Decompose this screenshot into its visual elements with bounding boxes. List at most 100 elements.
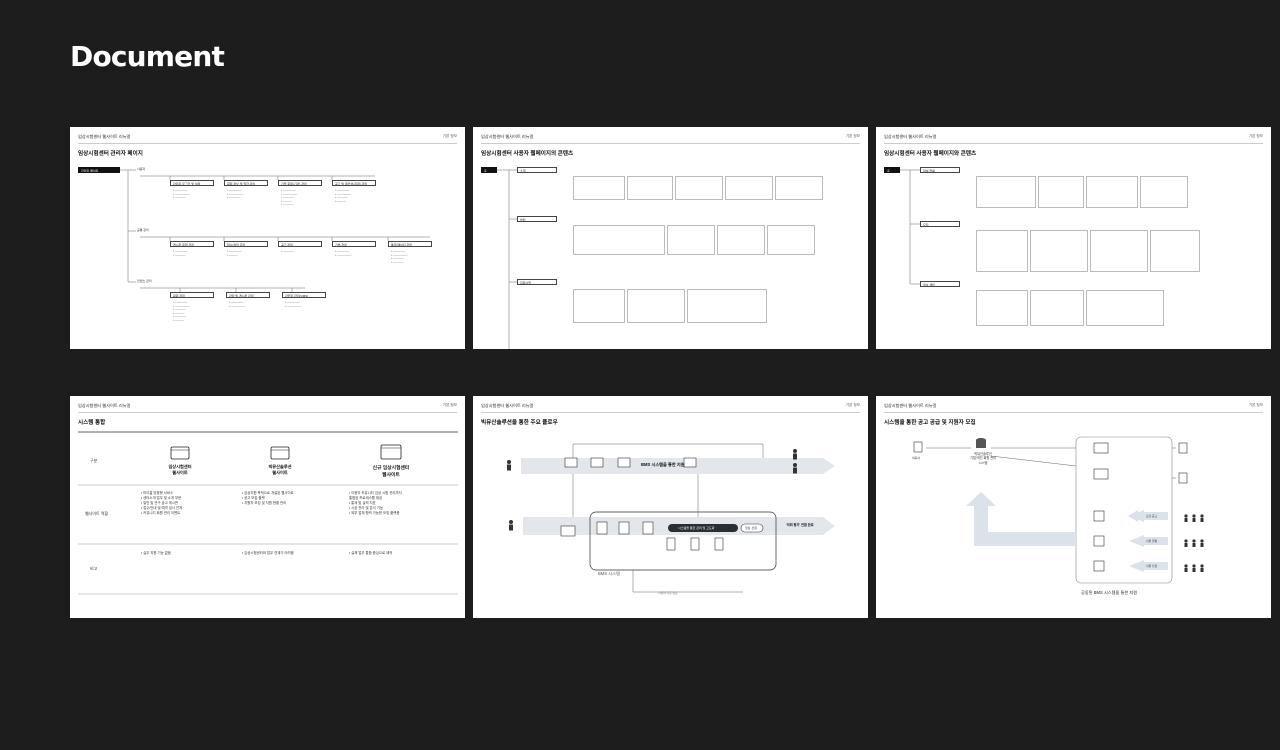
role-list-bms: • 임상지원 목적으로 개설된 웹사이트 • 공고 모집 플랫 • 지원자 모집… (242, 491, 294, 506)
node-detail-text: • ─────── • ───── (227, 250, 242, 257)
node-detail-text: • ─────── • ──────── (229, 301, 246, 308)
role-item: • 공고 모집 플랫 (242, 496, 265, 500)
content-panel (717, 225, 765, 255)
node-info-center[interactable]: 정보 센터 (920, 281, 960, 287)
group-label-common: 공통 관리 (137, 228, 149, 232)
selection-pill[interactable]: 임상 선정 (745, 525, 757, 530)
node-reception[interactable]: 접수/상담 관리 (224, 241, 268, 247)
node-participation[interactable]: 참여 현황 (920, 167, 960, 173)
building-icon (914, 442, 922, 452)
slide-header: 임상시험센터 웹사이트 리뉴얼 기본 정보 (481, 403, 860, 413)
node-member-permission[interactable]: 회원 정보 및 권한 관리 (224, 180, 268, 186)
content-panel (976, 290, 1028, 326)
slide-admin-sitemap[interactable]: 임상시험센터 웹사이트 리뉴얼 기본 정보 임상시험센터 관리자 페이지 관리자… (70, 127, 465, 349)
note-bms: • 임상시험센터와 업무 연계가 어려움 (242, 551, 294, 555)
slide-header-title: 임상시험센터 웹사이트 리뉴얼 (884, 134, 937, 139)
comparison-table-grid (78, 431, 458, 595)
content-panel (573, 176, 625, 200)
slide-section-title: 임상시험센터 사용자 웹페이지의 콘텐츠 (481, 151, 574, 157)
slide-user-sitemap-2[interactable]: 임상시험센터 웹사이트 리뉴얼 기본 정보 임상시험센터 사용자 웹페이지와 콘… (876, 127, 1271, 349)
node-detail-text: • ─────── • ────────• ──────• ────── (391, 250, 408, 264)
content-panel (573, 289, 625, 323)
content-panel (1038, 176, 1084, 208)
node-cms[interactable]: 관련자 관리(CMS) (282, 292, 326, 298)
role-item: • 일반 및 연구 공고 게시판 (141, 501, 179, 505)
slide-header-title: 임상시험센터 웹사이트 리뉴얼 (481, 134, 534, 139)
database-icon (976, 438, 986, 448)
column-header-current-site: 임상시험센터 웹사이트 (140, 464, 220, 476)
flow-diagram (507, 443, 835, 593)
slide-header-right: 기본 정보 (845, 403, 860, 407)
selection-result-label: '의뢰 평가' 전환 완료 (786, 523, 814, 527)
slide-header: 임상시험센터 웹사이트 리뉴얼 기본 정보 (884, 403, 1263, 413)
role-item: • 커뮤니티 회원 관리 이벤트 (141, 511, 181, 515)
bms-support-banner: BMS 시스템을 통한 지원 (641, 462, 685, 467)
role-item: • 시공 관리 및 분석 기능 (349, 506, 383, 510)
node-board-type[interactable]: 게시판 유형 관리 (170, 241, 214, 247)
role-item: • 지원자 모집 및 지원 현황 관리 (242, 501, 287, 505)
role-item: 통합된 프로세스를 제공 (349, 496, 383, 500)
role-item: • 통계 및 실적 지표 (349, 501, 376, 505)
node-support[interactable]: 지원사업 (517, 279, 557, 285)
result-person-icon (793, 463, 799, 474)
row-label-category: 구분 (90, 458, 98, 463)
root-home-node[interactable]: 홈 (884, 167, 900, 173)
applicant-person-icon (507, 460, 513, 471)
slide-header: 임상시험센터 웹사이트 리뉴얼 기본 정보 (78, 403, 457, 413)
node-member-mgmt[interactable]: 회원 관리 (170, 292, 214, 298)
content-panel (1030, 230, 1088, 272)
shared-bms-caption: 공동된 BMS 시스템을 통한 지원 (1081, 590, 1138, 595)
node-notice[interactable]: 공고 관리 (278, 241, 322, 247)
group-label-users: 사용자 (137, 167, 146, 171)
slide-header-right: 기본 정보 (442, 134, 457, 138)
note-new: • 실제 업무 통합 중심으로 제작 (349, 551, 393, 555)
node-notice-proposal[interactable]: 공고 및 제안서(지원) 관리 (332, 180, 376, 186)
slide-section-title: 임상시험센터 사용자 웹페이지와 콘텐츠 (884, 151, 977, 157)
recruitment-diagram (913, 436, 1204, 584)
browser-window-icon (271, 447, 289, 459)
role-item: • 접수/안내 및 예약 검사 연계 (141, 506, 183, 510)
slide-header-title: 임상시험센터 웹사이트 리뉴얼 (884, 403, 937, 408)
column-name-line2: 웹사이트 (272, 470, 288, 475)
node-center[interactable]: 센터 (517, 216, 557, 222)
content-panel (1150, 230, 1200, 272)
browser-window-icon (171, 447, 189, 459)
node-stats-page[interactable]: 통계 페이지 관리 (388, 241, 432, 247)
group-label-content: 컨텐츠 관리 (137, 279, 152, 283)
row-label-note: 비고 (90, 566, 98, 571)
slide-section-title: 시스템 통합 (78, 420, 106, 426)
db-label-line1: 빅뮤산솔루션 (974, 452, 992, 456)
root-admin-node[interactable]: 관리자 페이지 (78, 167, 120, 173)
slide-section-title: 임상시험센터 관리자 페이지 (78, 151, 143, 157)
slide-header: 임상시험센터 웹사이트 리뉴얼 기본 정보 (78, 134, 457, 144)
sitemap-connectors (900, 169, 920, 285)
node-admin-login[interactable]: 관리자 로그인 및 설정 (170, 180, 214, 186)
content-panel (976, 230, 1028, 272)
slide-header-title: 임상시험센터 웹사이트 리뉴얼 (78, 403, 131, 408)
participant-group-icon (1182, 514, 1206, 574)
node-board-mgmt[interactable]: 관리 및 게시판 관리 (226, 292, 270, 298)
reviewer-person-icon (793, 449, 799, 460)
slide-system-integration[interactable]: 임상시험센터 웹사이트 리뉴얼 기본 정보 시스템 통합 구분 웹사이트 역할 … (70, 396, 465, 618)
row-label-role: 웹사이트 역할 (85, 511, 109, 516)
slide-user-sitemap[interactable]: 임상시험센터 웹사이트 리뉴얼 기본 정보 임상시험센터 사용자 웹페이지의 콘… (473, 127, 868, 349)
slide-header-right: 기본 정보 (845, 134, 860, 138)
role-item: • 임상지원 목적으로 개설된 웹사이트 (242, 491, 294, 495)
apply-request-arrow-label: 지원 신청 (1146, 563, 1158, 568)
node-about[interactable]: 소개 (517, 167, 557, 173)
column-name-line2: 웹사이트 (172, 470, 188, 475)
root-home-node[interactable]: 홈 (481, 167, 497, 173)
slide-recruitment[interactable]: 임상시험센터 웹사이트 리뉴얼 기본 정보 시스템을 통한 공고 공급 및 지원… (876, 396, 1271, 618)
content-panel (767, 225, 815, 255)
system-mgmt-pill[interactable]: 시스템을 통한 관리 및 고도화 (678, 525, 715, 530)
sitemap-connectors (497, 169, 517, 349)
node-basic[interactable]: 기본 관리 (332, 241, 376, 247)
slide-header-right: 기본 정보 (1248, 403, 1263, 407)
node-corporate-member[interactable]: 기업 회원(기관) 관리 (278, 180, 322, 186)
content-panel (1140, 176, 1188, 208)
content-panel (1086, 176, 1138, 208)
node-recruit[interactable]: 모집 (920, 221, 960, 227)
slide-bms-flow[interactable]: 임상시험센터 웹사이트 리뉴얼 기본 정보 빅뮤산솔루션을 통한 주요 플로우 (473, 396, 868, 618)
content-panel (573, 225, 665, 255)
column-name-line2: 웹사이트 (382, 473, 400, 478)
